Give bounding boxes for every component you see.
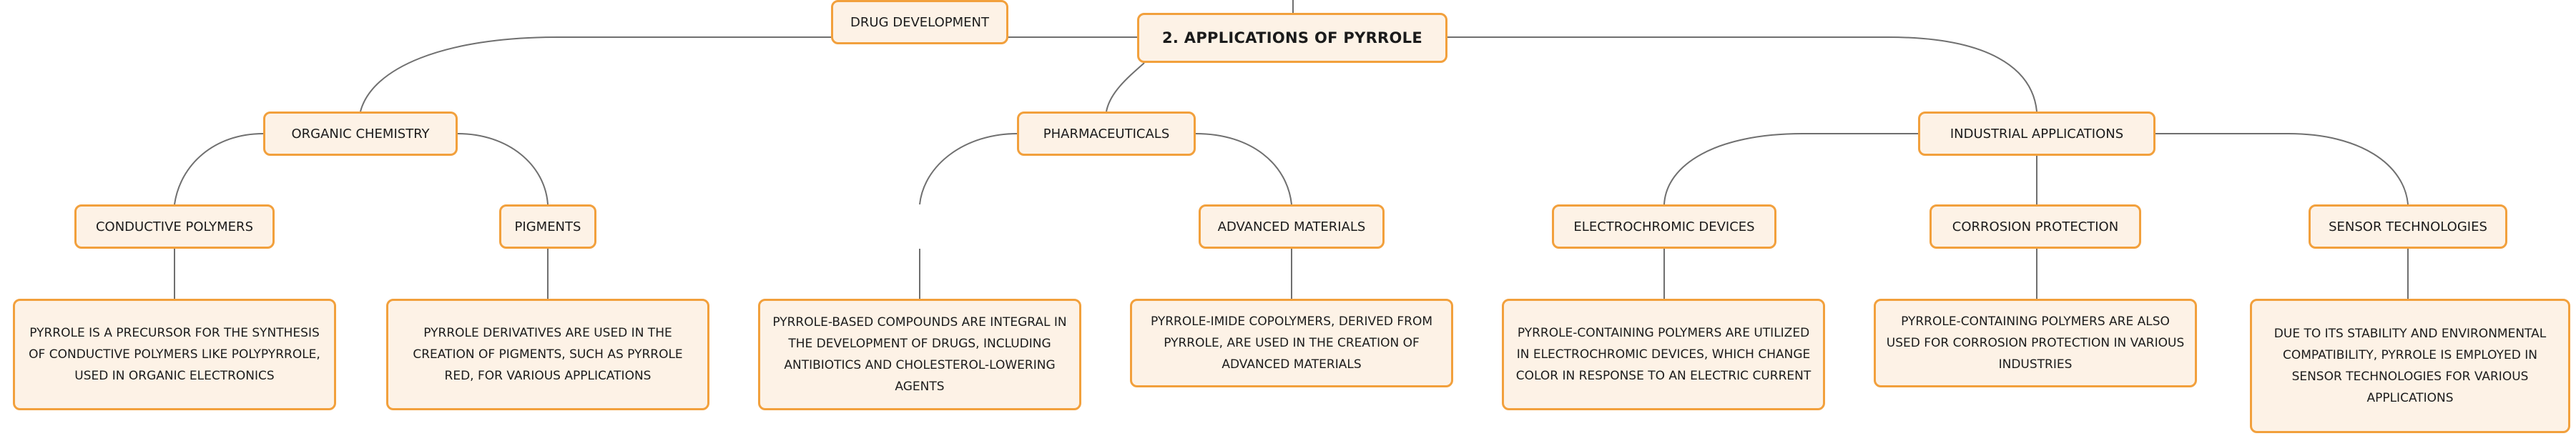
root-node[interactable]: 2. APPLICATIONS OF PYRROLE: [1137, 13, 1447, 63]
topic-sensor-technologies[interactable]: SENSOR TECHNOLOGIES: [2309, 204, 2507, 249]
category-organic-chemistry[interactable]: ORGANIC CHEMISTRY: [263, 112, 458, 156]
detail-corrosion-protection[interactable]: PYRROLE-CONTAINING POLYMERS ARE ALSO USE…: [1874, 299, 2197, 387]
detail-electrochromic-devices[interactable]: PYRROLE-CONTAINING POLYMERS ARE UTILIZED…: [1502, 299, 1825, 410]
detail-conductive-polymers[interactable]: PYRROLE IS A PRECURSOR FOR THE SYNTHESIS…: [13, 299, 336, 410]
connector-industrial-sensor: [2155, 133, 2409, 205]
detail-drug-development[interactable]: PYRROLE-BASED COMPOUNDS ARE INTEGRAL IN …: [758, 299, 1081, 410]
connector-industrial-electro: [1663, 133, 1918, 205]
connector-root-industrial: [1447, 36, 2037, 112]
connector-pharma-advanced: [1195, 133, 1292, 205]
connector-root-pharma: [1106, 62, 1145, 112]
category-pharmaceuticals[interactable]: PHARMACEUTICALS: [1017, 112, 1196, 156]
topic-advanced-materials[interactable]: ADVANCED MATERIALS: [1199, 204, 1385, 249]
connector-organic-pigments: [457, 133, 549, 205]
topic-electrochromic-devices[interactable]: ELECTROCHROMIC DEVICES: [1552, 204, 1776, 249]
detail-sensor-technologies[interactable]: DUE TO ITS STABILITY AND ENVIRONMENTAL C…: [2250, 299, 2570, 433]
topic-drug-development[interactable]: DRUG DEVELOPMENT: [831, 0, 1008, 44]
topic-pigments[interactable]: PIGMENTS: [499, 204, 596, 249]
detail-pigments[interactable]: PYRROLE DERIVATIVES ARE USED IN THE CREA…: [386, 299, 709, 410]
topic-conductive-polymers[interactable]: CONDUCTIVE POLYMERS: [74, 204, 275, 249]
connector-root-organic: [360, 36, 1137, 112]
category-industrial-applications[interactable]: INDUSTRIAL APPLICATIONS: [1918, 112, 2155, 156]
connector-organic-conductive: [174, 133, 264, 205]
topic-corrosion-protection[interactable]: CORROSION PROTECTION: [1929, 204, 2141, 249]
connector-pharma-drug: [919, 133, 1018, 205]
detail-advanced-materials[interactable]: PYRROLE-IMIDE COPOLYMERS, DERIVED FROM P…: [1130, 299, 1453, 387]
